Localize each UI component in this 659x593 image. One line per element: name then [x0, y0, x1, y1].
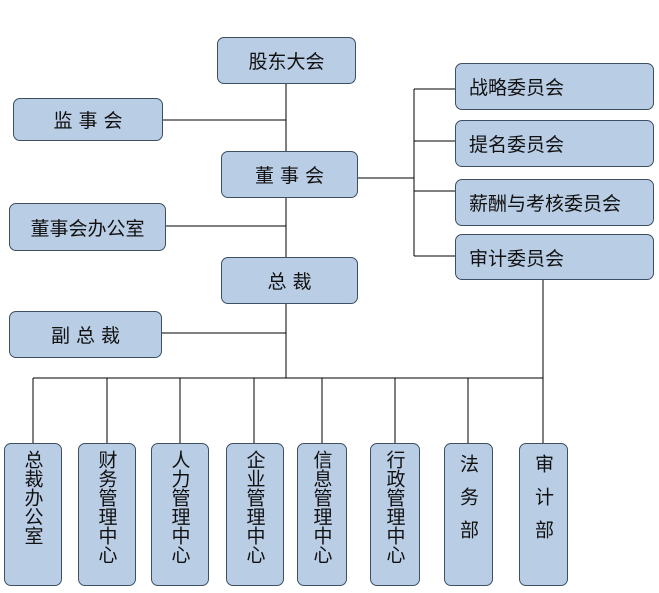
dept-node-audit: 审计部 [519, 443, 568, 586]
vice-president-node: 副 总 裁 [9, 311, 162, 358]
dept-node-finance: 财务管理中心 [78, 443, 136, 586]
shareholders-meeting-node: 股东大会 [217, 37, 356, 84]
supervisory-board-node: 监 事 会 [13, 98, 163, 141]
dept-node-enterprise-mgmt: 企业管理中心 [226, 443, 284, 586]
president-node: 总 裁 [221, 257, 358, 304]
board-office-node: 董事会办公室 [9, 203, 166, 251]
strategy-committee-node: 战略委员会 [455, 63, 654, 110]
compensation-committee-node: 薪酬与考核委员会 [455, 179, 654, 226]
dept-node-it: 信息管理中心 [297, 443, 347, 586]
dept-node-president-office: 总裁办公室 [4, 443, 62, 586]
dept-node-admin: 行政管理中心 [370, 443, 420, 586]
dept-node-legal: 法务部 [444, 443, 493, 586]
board-of-directors-node: 董 事 会 [221, 151, 358, 198]
audit-committee-node: 审计委员会 [455, 234, 654, 280]
dept-node-hr: 人力管理中心 [151, 443, 209, 586]
nomination-committee-node: 提名委员会 [455, 120, 654, 167]
